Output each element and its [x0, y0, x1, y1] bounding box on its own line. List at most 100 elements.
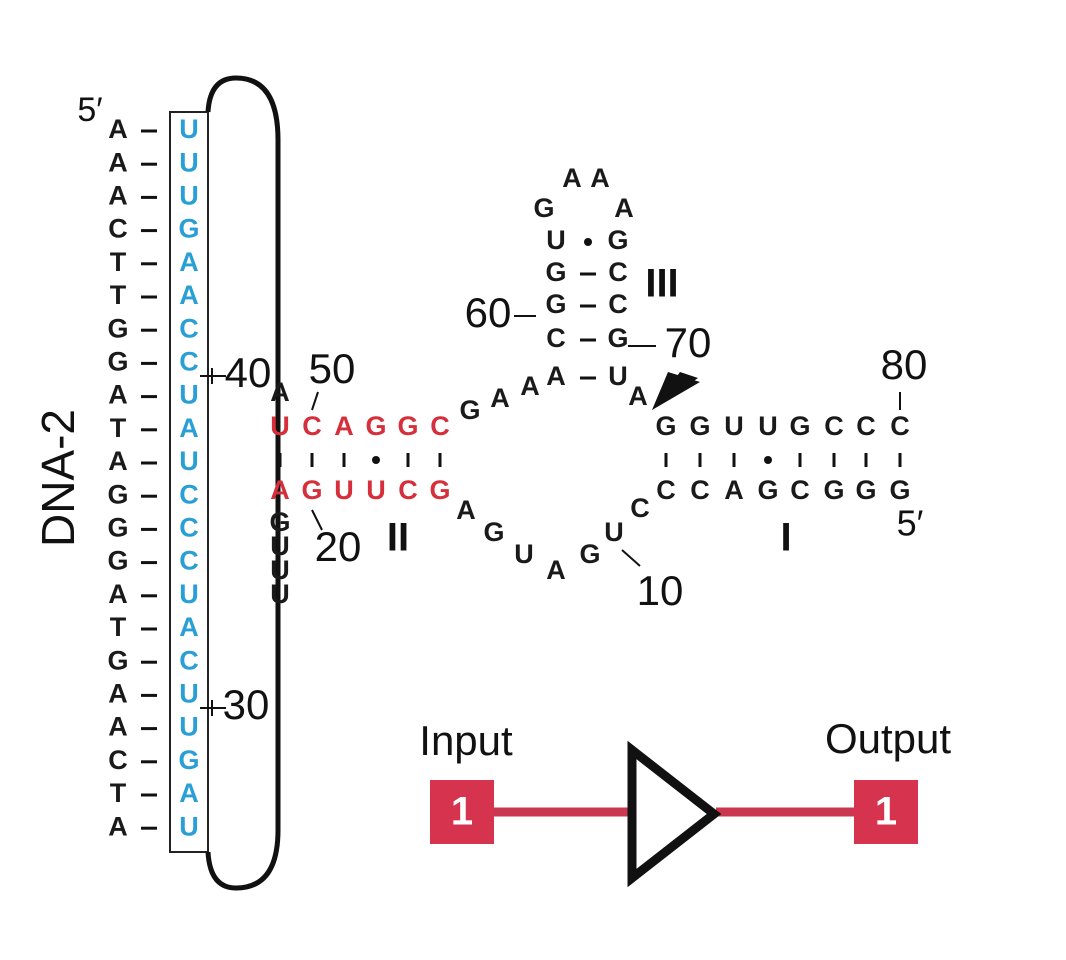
rna-base: U	[179, 114, 199, 144]
stem-III-label: III	[645, 262, 678, 306]
dna-base: T	[110, 612, 127, 642]
binding-region-box	[169, 111, 209, 853]
stem-II-top-base: C	[430, 411, 450, 441]
stem-III-right-base: G	[607, 225, 628, 255]
dna-base: A	[108, 712, 128, 742]
stem-III-loop-base: A	[562, 163, 582, 193]
dna-base: A	[108, 147, 128, 177]
gate-output-box	[854, 780, 918, 844]
number-50: 50	[309, 345, 356, 392]
buffer-gate-icon	[627, 740, 722, 888]
stem-I-top-base: C	[856, 411, 876, 441]
stem-II-top-base: C	[302, 411, 322, 441]
dna-base: A	[108, 811, 128, 841]
stem-II-top-base: G	[397, 411, 418, 441]
dna-base: A	[108, 181, 128, 211]
stem-II-bottom-base: A	[270, 475, 290, 505]
rna-base: C	[179, 513, 199, 543]
gate-output-value: 1	[875, 790, 897, 834]
dna-base: C	[108, 214, 128, 244]
stem-I-top-base: U	[724, 411, 744, 441]
stem-III-right-base: C	[608, 289, 628, 319]
stem-III-loop-base: G	[533, 193, 554, 223]
dna-rna-pairs	[141, 129, 157, 830]
dna-base: A	[108, 579, 128, 609]
rna-base: A	[179, 413, 199, 443]
stem-I-bottom-base: G	[855, 475, 876, 505]
core-base: U	[604, 517, 624, 547]
stem-II-bottom-base: U	[334, 475, 354, 505]
dna-base: G	[107, 347, 128, 377]
dna-five-prime-label: 5′	[77, 91, 102, 129]
stem-II-label: II	[387, 516, 409, 560]
core-base: C	[630, 493, 650, 523]
stem-I-five-prime-label: 5′	[897, 503, 924, 544]
stem-III-left-base: C	[546, 323, 566, 353]
rna-base: U	[179, 446, 199, 476]
dna-base: A	[108, 114, 128, 144]
dna-base: G	[107, 513, 128, 543]
number-40: 40	[225, 349, 272, 396]
rna-base: A	[179, 280, 199, 310]
stem-I-bottom-base: G	[889, 475, 910, 505]
stem-III-pair	[584, 238, 592, 246]
stem-II-top-base: G	[365, 411, 386, 441]
rna-base: U	[179, 380, 199, 410]
dna-base: A	[108, 679, 128, 709]
stem-II-top-base: A	[334, 411, 354, 441]
stem-III-loop-base: A	[590, 163, 610, 193]
stem-I-top-base: U	[758, 411, 778, 441]
dna-base: T	[110, 778, 127, 808]
stem-I-bottom-base: C	[656, 475, 676, 505]
gate-input-box	[430, 780, 494, 844]
stem-I-pair	[764, 456, 772, 464]
number-50-tick	[311, 391, 319, 411]
logic-gate: Input Output 1 1	[419, 715, 951, 888]
number-10: 10	[637, 567, 684, 614]
stem-I-top-base: G	[689, 411, 710, 441]
rna-base: G	[178, 214, 199, 244]
core-base: A	[456, 495, 476, 525]
stem-II-bottom-base: G	[301, 475, 322, 505]
stem-III-closing-base: A	[546, 361, 566, 391]
gate-output-label: Output	[825, 715, 951, 762]
stem-II-bottom-base: G	[429, 475, 450, 505]
stem-II-tail-base: U	[270, 579, 290, 609]
core-base: G	[483, 517, 504, 547]
stem-III-left-base: G	[545, 289, 566, 319]
number-10-tick	[621, 549, 641, 567]
dna-base: G	[107, 479, 128, 509]
number-30: 30	[223, 681, 270, 728]
stem-II-tail-base: U	[270, 531, 290, 561]
stem-I-label: I	[780, 516, 791, 560]
rna-base: C	[179, 313, 199, 343]
stem-II-tail-base: U	[270, 555, 290, 585]
stem-II-bottom-base: C	[398, 475, 418, 505]
stem-III-right-base: G	[607, 323, 628, 353]
rna-base: C	[179, 479, 199, 509]
stem-III-closing-base: U	[608, 361, 628, 391]
dna-base: T	[110, 413, 127, 443]
number-20-tick	[311, 509, 323, 531]
rna-base: A	[179, 612, 199, 642]
core-base: U	[514, 539, 534, 569]
number-60: 60	[465, 289, 512, 336]
rna-base: C	[179, 546, 199, 576]
stem-I-top-base: C	[890, 411, 910, 441]
stem-I-bottom-base: C	[690, 475, 710, 505]
dna-base: A	[108, 446, 128, 476]
core-base: A	[628, 381, 648, 411]
cleavage-site-arrowhead	[652, 372, 700, 410]
rna-base: G	[178, 745, 199, 775]
rna-base: U	[179, 811, 199, 841]
stem-III-left-base: G	[545, 257, 566, 287]
dna-base: G	[107, 313, 128, 343]
rna-base: A	[179, 247, 199, 277]
loop-connector	[205, 75, 281, 891]
stem-I-top-base: G	[789, 411, 810, 441]
stem-I-bottom-base: G	[823, 475, 844, 505]
